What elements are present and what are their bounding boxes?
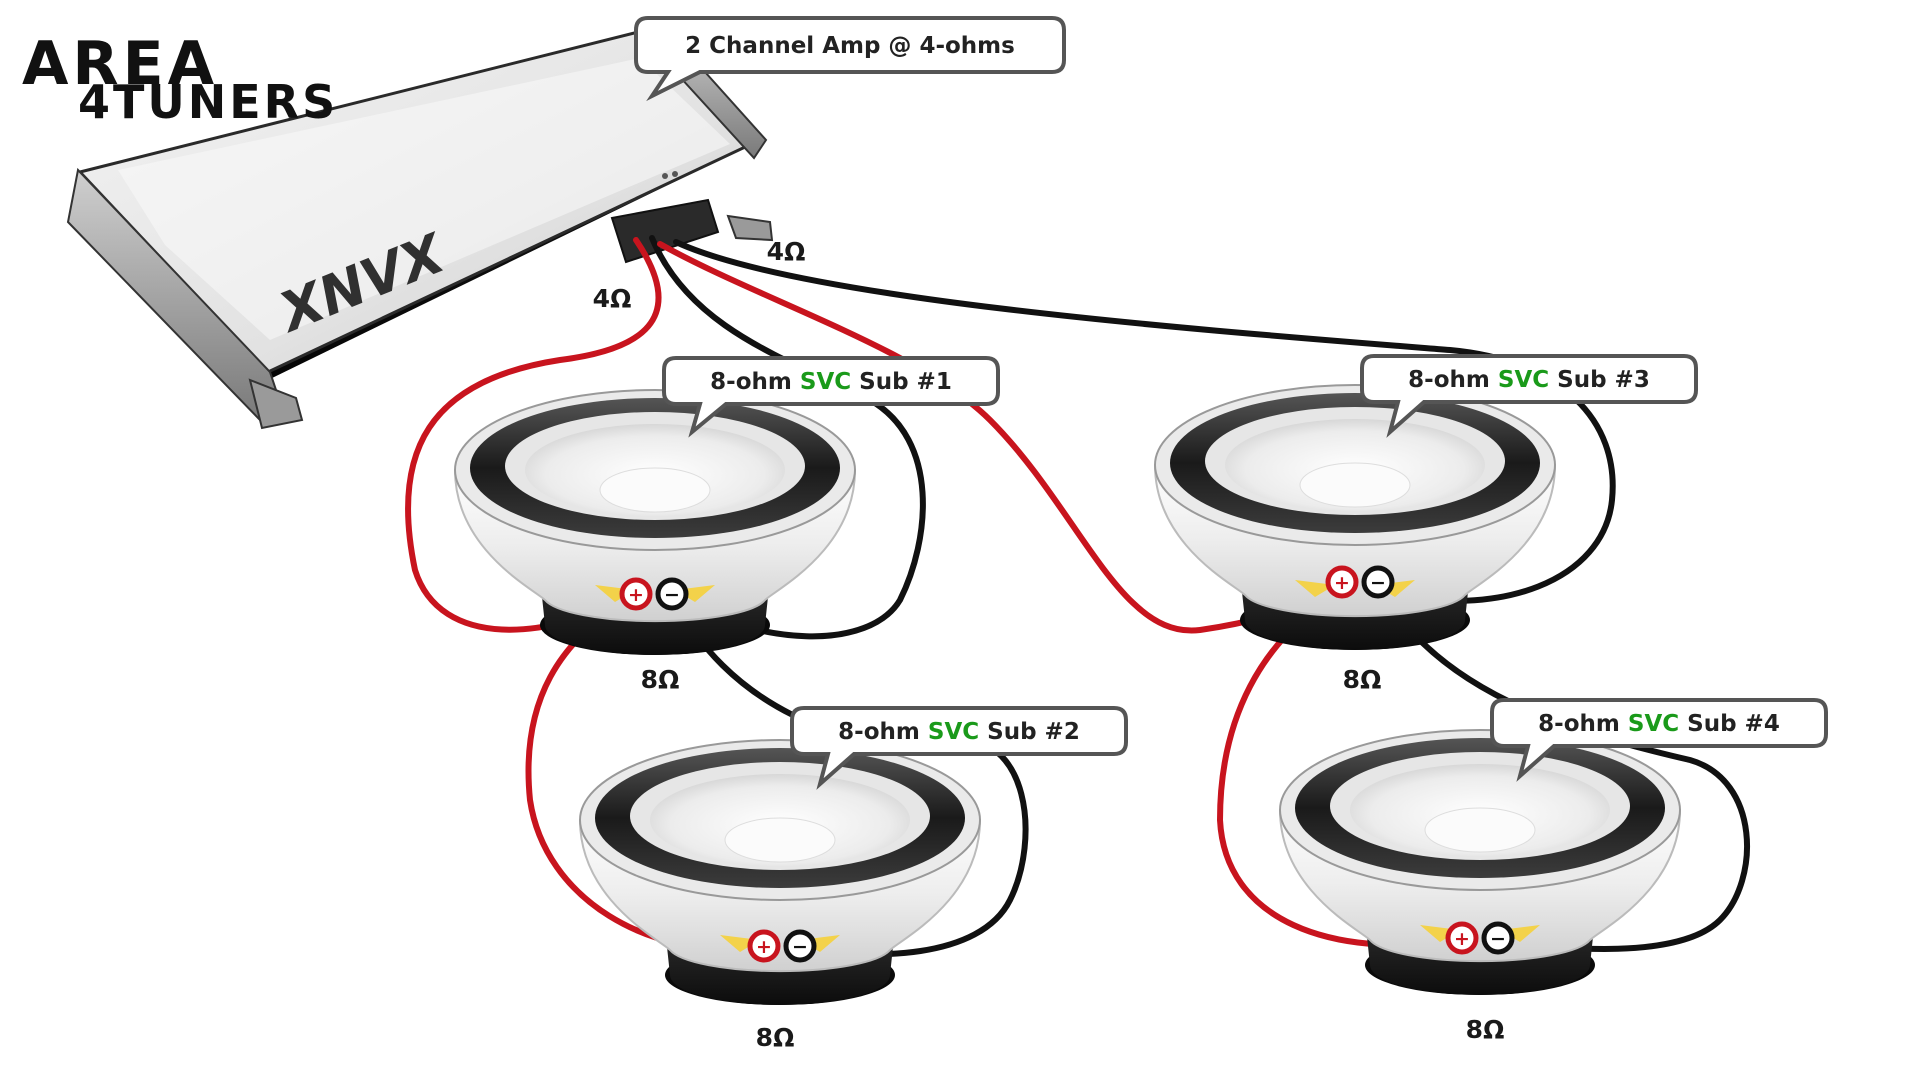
- sub1-callout: 8-ohm SVC Sub #1: [662, 356, 1000, 438]
- amp-channel-b-load: 4Ω: [767, 237, 806, 266]
- positive-terminal-label: +: [628, 584, 644, 606]
- wire-positive-sub3-sub4: [1217, 589, 1465, 948]
- logo-line-2: 4TUNERS: [78, 75, 338, 129]
- sub4-callout-label: 8-ohm SVC Sub #4: [1538, 711, 1780, 737]
- sub3-callout-label: 8-ohm SVC Sub #3: [1408, 367, 1650, 393]
- negative-terminal-label: −: [1370, 572, 1386, 594]
- logo-line-1: AREA: [22, 29, 218, 99]
- sub3-terminals: + −: [1325, 565, 1395, 599]
- sub1-impedance: 8Ω: [641, 665, 680, 694]
- subwoofer-2: [578, 739, 982, 1005]
- terminals: + − + − + − + −: [619, 565, 1515, 963]
- area4tuners-logo: AREA 4TUNERS: [22, 29, 338, 129]
- positive-terminal-label: +: [1454, 928, 1470, 950]
- sub4-impedance: 8Ω: [1466, 1015, 1505, 1044]
- subwoofer-3: [1153, 384, 1557, 650]
- sub2-callout: 8-ohm SVC Sub #2: [790, 706, 1128, 790]
- positive-terminal-label: +: [756, 936, 772, 958]
- negative-terminal-label: −: [1490, 928, 1506, 950]
- wire-negative-sub3-sub4: [1379, 589, 1751, 952]
- amp-callout-label: 2 Channel Amp @ 4-ohms: [685, 33, 1015, 59]
- negative-terminal-label: −: [792, 936, 808, 958]
- sub1-terminals: + −: [619, 577, 689, 611]
- sub4-terminals: + −: [1445, 921, 1515, 955]
- amplifier: XNVX: [66, 22, 774, 430]
- wire-negative-sub1-sub2: [671, 593, 1029, 958]
- wire-positive-amp-sub1: [405, 237, 662, 633]
- sub4-callout: 8-ohm SVC Sub #4: [1490, 698, 1828, 782]
- wire-negative-amp-sub1: [649, 235, 926, 640]
- amp-channel-a-load: 4Ω: [593, 284, 632, 313]
- sub2-impedance: 8Ω: [756, 1023, 795, 1052]
- positive-terminal-label: +: [1334, 572, 1350, 594]
- subwoofer-1: [453, 389, 857, 655]
- negative-terminal-label: −: [664, 584, 680, 606]
- sub3-impedance: 8Ω: [1343, 665, 1382, 694]
- amp-callout: 2 Channel Amp @ 4-ohms: [634, 16, 1066, 102]
- sub2-callout-label: 8-ohm SVC Sub #2: [838, 719, 1080, 745]
- sub3-callout: 8-ohm SVC Sub #3: [1360, 354, 1698, 438]
- sub1-callout-label: 8-ohm SVC Sub #1: [710, 369, 952, 395]
- subwoofer-4: [1278, 729, 1682, 995]
- sub2-terminals: + −: [747, 929, 817, 963]
